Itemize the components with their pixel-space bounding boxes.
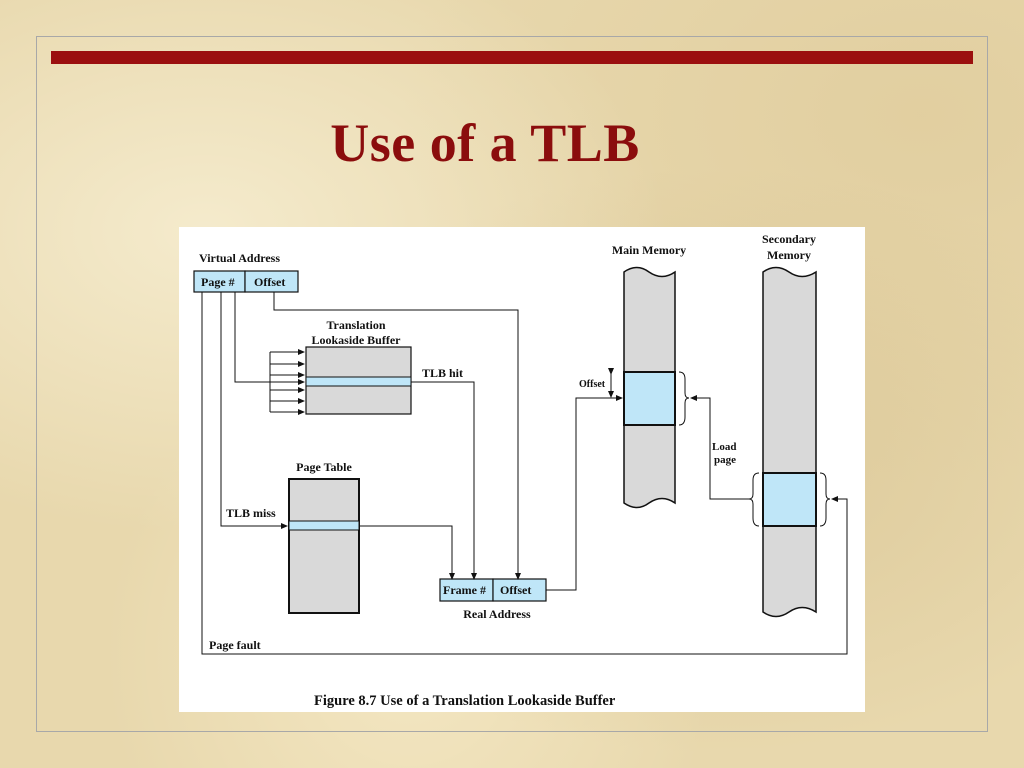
secondary-right-brace [819, 472, 831, 527]
page-fault-route [201, 292, 848, 655]
tlb-hit-entry [305, 376, 412, 387]
virtual-address-register [193, 270, 299, 293]
page-table-entry [288, 520, 360, 531]
tlb-title-line1: Translation [326, 318, 385, 332]
real-address-label: Real Address [463, 607, 531, 621]
title-accent-bar [51, 51, 973, 64]
page-number-field: Page # [201, 275, 235, 289]
tlb-figure: Virtual Address Page # Offset Translatio… [179, 227, 865, 712]
page-number-to-tlb [234, 292, 305, 385]
secondary-memory-column [762, 266, 817, 618]
real-address-register [439, 578, 547, 602]
real-address-to-memory [546, 395, 623, 591]
secondary-memory-page [762, 472, 817, 527]
main-memory-brace [678, 371, 690, 426]
figure-caption: Figure 8.7 Use of a Translation Lookasid… [314, 693, 616, 709]
tlb-search-arrows [269, 349, 305, 415]
virtual-address-label: Virtual Address [199, 251, 280, 265]
page-table-title: Page Table [296, 460, 352, 474]
virtual-offset-field: Offset [254, 275, 285, 289]
main-memory-page-frame [623, 371, 676, 426]
secondary-memory-line2: Memory [767, 248, 811, 262]
secondary-memory-line1: Secondary [762, 232, 816, 246]
page-table-to-frame [359, 525, 455, 580]
offset-route [273, 292, 521, 580]
tlb-title-line2: Lookaside Buffer [311, 333, 401, 347]
tlb-hit-label: TLB hit [422, 366, 463, 380]
frame-number-field: Frame # [443, 583, 486, 597]
secondary-left-brace [748, 472, 760, 527]
offset-marker-label: Offset [579, 379, 606, 390]
tlb-hit-route [411, 381, 477, 580]
tlb-miss-route [220, 292, 288, 529]
page-fault-label: Page fault [209, 638, 261, 652]
load-page-arrow [690, 395, 749, 500]
load-page-line1: Load [712, 441, 736, 453]
load-page-line2: page [714, 454, 736, 466]
page-table-block [288, 478, 360, 614]
real-offset-field: Offset [500, 583, 531, 597]
slide-frame [36, 36, 988, 732]
main-memory-label: Main Memory [612, 243, 686, 257]
tlb-miss-label: TLB miss [226, 506, 276, 520]
slide-title: Use of a TLB [330, 113, 640, 173]
